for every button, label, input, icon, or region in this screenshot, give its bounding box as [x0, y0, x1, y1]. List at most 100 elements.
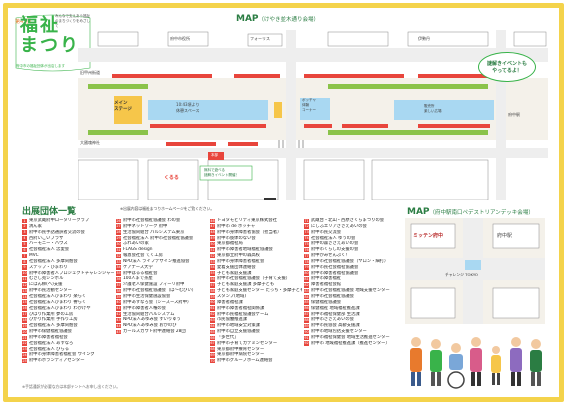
- exhibitor-name: 府中ネットワーク 府中: [123, 223, 168, 229]
- exhibitor-number-badge: 18: [22, 317, 27, 323]
- exhibitor-name: 社会福祉法人ひまわり わかけや: [29, 305, 91, 311]
- exhibitor-name: 府中市くらしの支援の会: [311, 247, 359, 253]
- building-block: [492, 223, 540, 249]
- exhibitor-name: 府中市民手話通訳者交流の会: [29, 229, 85, 235]
- exhibitor-row: 66「多世代」: [210, 335, 302, 341]
- building-label-forus: くるる: [164, 175, 179, 181]
- station-deck-map: ミッテン府中 府中駅 チャレンジ TOKYO: [405, 218, 545, 324]
- exhibitor-name: 子ども家庭支援センター たっち・多摩子ども: [217, 288, 302, 294]
- people-drawing: [410, 337, 542, 389]
- exhibitor-name: にしふエリアささえあいの会: [311, 223, 367, 229]
- exhibitor-name: 生活協同組合パルシステム: [123, 311, 175, 317]
- exhibitor-number-badge: 2: [22, 224, 27, 230]
- exhibitor-number-badge: 86: [304, 306, 309, 311]
- exhibitor-number-badge: 8: [22, 259, 27, 265]
- exhibitor-number-badge: 55: [210, 271, 215, 276]
- exhibitor-name: ガールスカウト府中連絡会 28団: [123, 329, 186, 335]
- street-label-1: 旧甲州街道: [80, 70, 100, 75]
- exhibitor-name: 府中市社会福祉協議会（ぼ～むびい）: [123, 288, 197, 294]
- qr-code: [264, 198, 276, 200]
- exhibitor-number-badge: 27: [116, 224, 121, 230]
- exhibitor-number-badge: 78: [304, 259, 309, 265]
- exhibitor-number-badge: 54: [210, 265, 215, 270]
- exhibitor-name: トヨタモビリティ東京株式会社: [217, 218, 277, 223]
- exhibitor-number-badge: 40: [116, 300, 121, 306]
- logo-title: 福祉 まつり: [20, 16, 80, 56]
- exhibitor-number-badge: 39: [116, 294, 121, 300]
- exhibitor-name: 府中市 地域福祉推進課（推進センター）: [311, 340, 390, 346]
- logo-title-line1: 福祉: [20, 15, 60, 36]
- main-map-drawing: [68, 30, 548, 201]
- exhibitor-number-badge: 29: [116, 236, 121, 241]
- building-block: [410, 223, 456, 249]
- road-top: [78, 48, 548, 62]
- logo-caption: みんなで支えあう福祉のまちづくりをめざして: [55, 14, 90, 28]
- building-block: [371, 159, 489, 201]
- exhibitor-number-badge: 6: [22, 247, 27, 253]
- exhibitor-name: 市民協働推進課: [217, 317, 248, 323]
- exhibitor-number-badge: 24: [22, 353, 27, 358]
- exhibitor-name: 府中市地域安全対策課: [217, 323, 260, 329]
- booth-row-bottom: [150, 124, 490, 146]
- exhibitor-number-badge: 69: [210, 353, 215, 358]
- exhibitor-name: 府中市福祉保健会 地域生活推進センター: [311, 334, 390, 340]
- exhibitor-name: 府中市民活動センター: [29, 288, 72, 294]
- footnote: ※手話通訳が必要な方は本部テントへお申し出ください。: [22, 384, 121, 389]
- exhibitor-number-badge: 76: [304, 247, 309, 253]
- building-block: [407, 31, 489, 47]
- exhibitor-number-badge: 20: [22, 329, 27, 335]
- sub-map-label-mitten: ミッテン府中: [413, 233, 444, 239]
- exhibitor-name: 府中市ボランティアセンター: [29, 358, 85, 364]
- exhibitor-name: 府中市障害者人権の会: [123, 305, 166, 311]
- exhibitor-name: 子ども家庭支援課 多摩子ども: [217, 282, 275, 288]
- exhibitor-name: 東京都府中療育センター: [217, 346, 265, 352]
- building-block: [167, 31, 209, 47]
- logo-title-line2: まつり: [20, 35, 80, 56]
- exhibitor-number-badge: 14: [22, 294, 27, 300]
- exhibitor-name: 府中市社会福祉協議会: [311, 293, 354, 299]
- exhibitor-number-badge: 17: [22, 312, 27, 317]
- exhibitor-name: 府中市社会福祉協議会（ヤロン・細打）: [311, 258, 389, 264]
- exhibitor-name: 府中の森ささえあいの会: [311, 241, 359, 247]
- hq-label: 本部: [211, 153, 218, 157]
- exhibitor-number-badge: 58: [210, 288, 215, 294]
- sub-map-label-station: 府中駅: [497, 233, 513, 239]
- exhibitor-number-badge: 61: [210, 306, 215, 311]
- sub-map-drawing: [405, 218, 545, 324]
- exhibitor-name: 東京都立府中の森高校: [217, 253, 260, 259]
- exhibitor-number-badge: 28: [116, 230, 121, 235]
- exhibitor-number-badge: 35: [116, 271, 121, 276]
- exhibitor-number-badge: 65: [210, 329, 215, 335]
- exhibitor-number-badge: 56: [210, 277, 215, 282]
- exhibitor-name: 社会福祉法人 多摩同胞会: [29, 323, 78, 329]
